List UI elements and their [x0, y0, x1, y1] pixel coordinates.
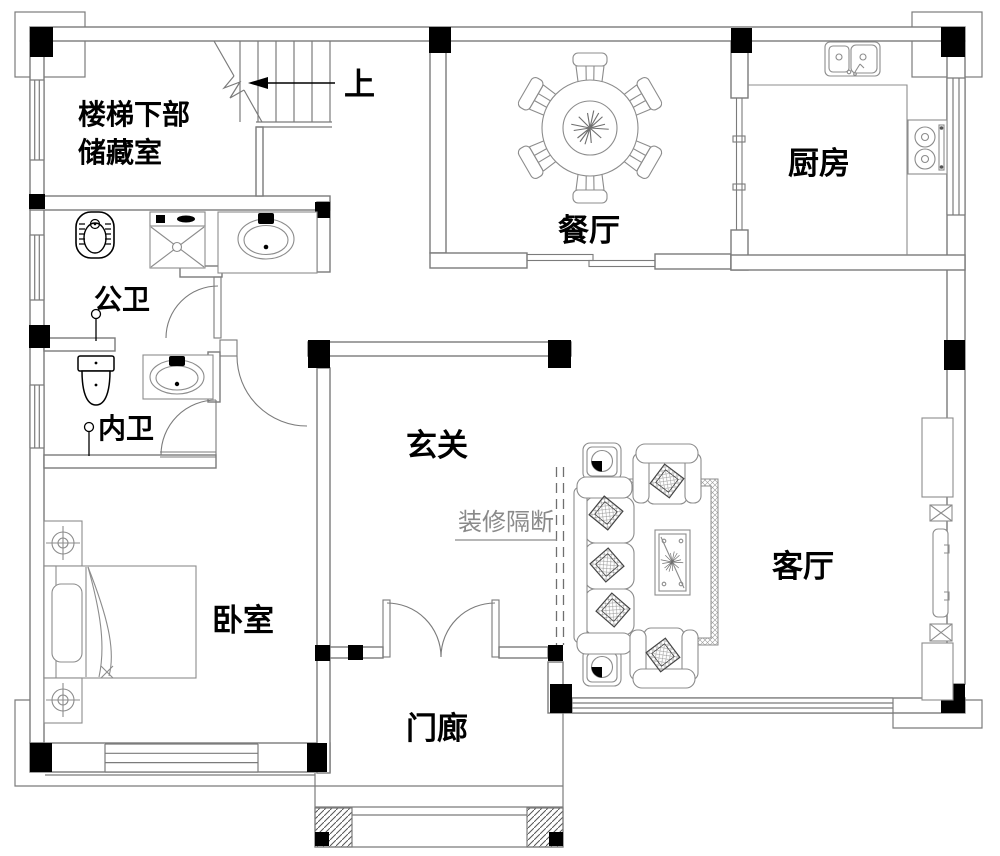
kitchen-label: 厨房: [788, 146, 850, 181]
private-bath-door: [160, 399, 217, 458]
private-bath-label: 内卫: [98, 413, 154, 444]
dining-label: 餐厅: [558, 213, 620, 248]
exterior-sills: [14, 11, 983, 848]
corridor-door: [219, 339, 308, 427]
dining-sliding-door: [526, 253, 656, 268]
shower-tray-icon: [149, 211, 206, 269]
window-living-south: [571, 697, 894, 714]
kitchen-sliding-door: [732, 98, 746, 230]
stove-icon: [907, 119, 948, 175]
decor-partition-line: [555, 467, 565, 645]
wash-basin-private-icon: [142, 354, 214, 400]
window-left-2: [29, 234, 45, 301]
wash-basin-public-icon: [217, 211, 318, 274]
side-table-top-icon: [582, 442, 622, 481]
stairs-up-label: 上: [344, 67, 375, 102]
staircase: [213, 40, 335, 128]
bedroom-label: 卧室: [212, 603, 274, 638]
storage-label-line2: 储藏室: [78, 136, 162, 168]
living-room-furniture: [573, 417, 954, 701]
dining-set: [515, 52, 665, 204]
private-bath-fixtures: [77, 354, 214, 406]
public-bath-door: [165, 276, 222, 339]
structural-columns: [29, 27, 965, 846]
public-bath-leader: [90, 308, 102, 341]
bed-icon: [43, 565, 197, 679]
window-kitchen-right: [946, 77, 966, 216]
porch-label: 门廊: [406, 711, 468, 746]
nightstand-top-icon: [43, 520, 83, 567]
armchair-bottom-icon: [629, 627, 699, 689]
toilet-icon: [77, 355, 115, 406]
entry-hall-label: 玄关: [406, 428, 468, 463]
doors: [160, 98, 746, 658]
storage-label-line1: 楼梯下部: [78, 99, 190, 130]
tv-cabinet-icon: [921, 417, 954, 701]
public-bath-label: 公卫: [94, 284, 150, 315]
kitchen-fixtures: [748, 41, 948, 255]
room-labels: 楼梯下部 储藏室 上 餐厅 厨房 公卫 内卫 玄关 装修隔断 卧室 客厅 门廊: [78, 67, 850, 746]
squat-toilet-icon: [75, 211, 115, 259]
stair-break-line: [222, 75, 245, 99]
entry-double-door: [382, 599, 500, 658]
porch-steps: [314, 807, 564, 848]
sofa-icon: [573, 476, 635, 655]
window-bedroom-south: [104, 743, 259, 773]
private-bath-leader: [83, 421, 95, 456]
coffee-table-icon: [654, 529, 691, 596]
nightstand-bottom-icon: [43, 677, 83, 724]
partition-label: 装修隔断: [458, 509, 554, 536]
living-room-label: 客厅: [772, 549, 834, 584]
windows: [29, 77, 966, 773]
kitchen-sink-icon: [824, 41, 881, 77]
window-left-1: [29, 79, 45, 161]
bedroom-furniture: [43, 520, 197, 724]
public-bath-fixtures: [75, 211, 318, 274]
annotations: [83, 308, 565, 645]
stair-direction-arrow: [248, 77, 335, 89]
armchair-top-icon: [632, 443, 702, 505]
round-dining-table-icon: [541, 79, 639, 177]
window-left-3: [29, 384, 45, 449]
kitchen-counter: [748, 84, 908, 255]
